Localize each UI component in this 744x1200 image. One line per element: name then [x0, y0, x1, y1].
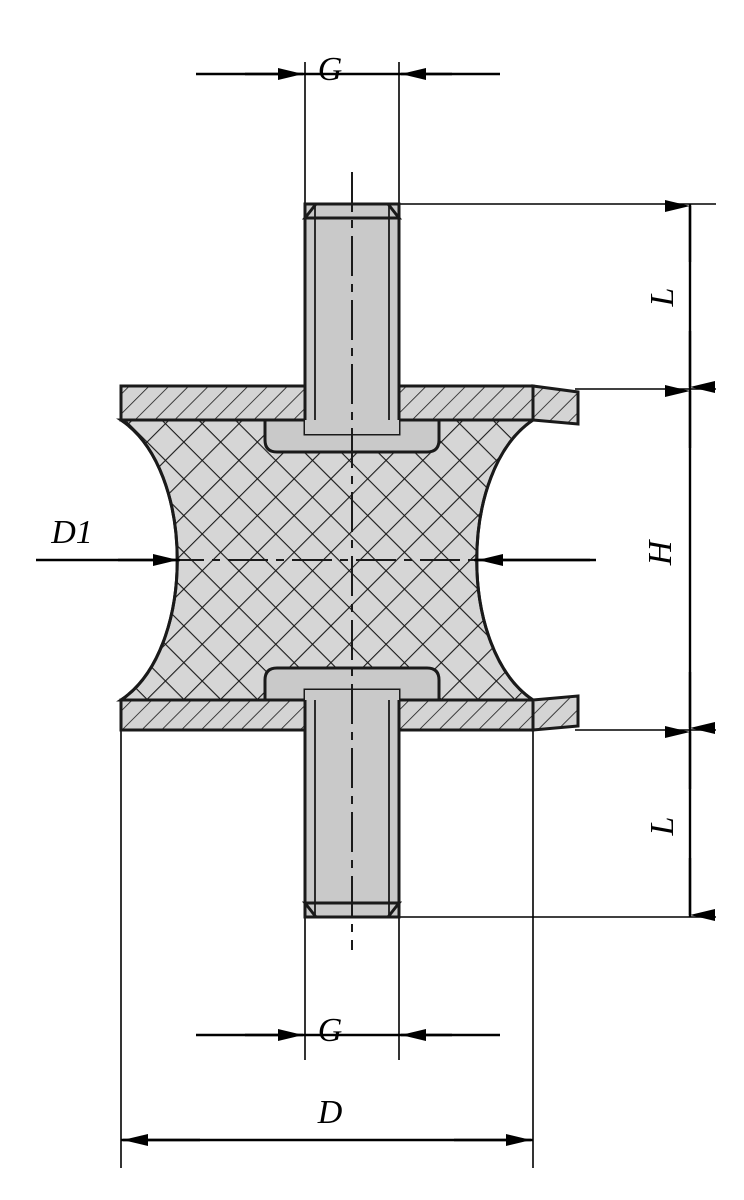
projection-lines: [120, 62, 716, 1168]
label-g-bottom: G: [318, 1012, 343, 1049]
bottom-plate-right-step: [531, 694, 580, 732]
top-plate-right-step: [531, 384, 580, 426]
label-h: H: [642, 538, 679, 566]
label-g-top: G: [318, 51, 343, 88]
top-boss-merge: [305, 420, 399, 434]
dimension-lines: [36, 68, 715, 1146]
label-l-top: L: [644, 288, 681, 308]
label-d1: D1: [50, 514, 93, 551]
label-l-bottom: L: [644, 817, 681, 837]
label-d: D: [317, 1094, 343, 1131]
